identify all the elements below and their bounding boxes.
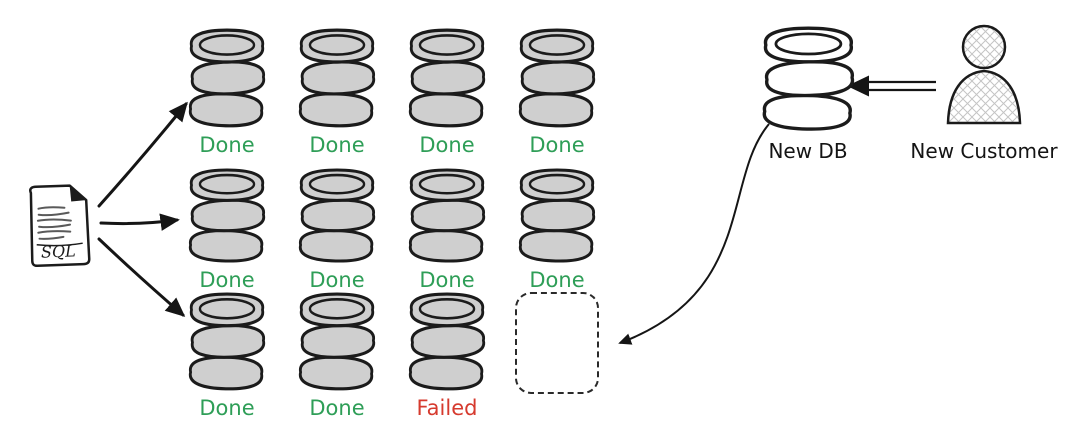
db-status-label: Done <box>199 268 255 292</box>
database-icon <box>295 168 379 265</box>
database-icon <box>405 28 489 130</box>
database-icon <box>405 168 489 265</box>
database-icon <box>185 292 269 393</box>
person-body <box>946 69 1022 125</box>
new-customer-icon <box>946 24 1022 125</box>
db-status-label: Done <box>529 268 585 292</box>
database-cell: Done <box>172 292 282 420</box>
file-text-scribbles <box>36 206 72 240</box>
database-icon <box>515 28 599 130</box>
database-icon <box>515 168 599 265</box>
sql-file-icon: SQL <box>29 184 91 268</box>
db-status-label: Failed <box>416 396 478 420</box>
pending-db-placeholder <box>515 292 599 394</box>
db-status-label: Done <box>529 133 585 157</box>
db-status-label: Done <box>309 396 365 420</box>
database-cell: Done <box>502 28 612 168</box>
arrow-sql-to-row3 <box>97 237 186 317</box>
db-status-label: Done <box>199 133 255 157</box>
new-db-label: New DB <box>768 139 848 163</box>
sql-file-label: SQL <box>41 241 76 261</box>
arrow-sql-to-row2 <box>99 213 180 231</box>
db-status-label: Done <box>199 396 255 420</box>
database-cell: Done <box>282 168 392 292</box>
database-cell: Done <box>172 168 282 292</box>
file-fold-corner <box>69 185 88 202</box>
db-status-label: Done <box>309 268 365 292</box>
pending-db-cell <box>502 292 612 420</box>
database-icon <box>295 28 379 130</box>
database-cell: Done <box>282 28 392 168</box>
database-cell: Done <box>282 292 392 420</box>
database-icon <box>405 292 489 393</box>
new-customer-label: New Customer <box>910 139 1058 163</box>
database-cell: Done <box>392 28 502 168</box>
arrow-customer-to-newdb <box>847 75 936 97</box>
person-head <box>961 24 1007 70</box>
database-icon <box>185 168 269 265</box>
database-cell: Done <box>172 28 282 168</box>
database-cell: Failed <box>392 292 502 420</box>
db-status-label: Done <box>419 133 475 157</box>
database-icon <box>185 28 269 130</box>
database-icon <box>295 292 379 393</box>
database-cell: Done <box>502 168 612 292</box>
new-db-icon <box>762 26 855 132</box>
db-status-label: Done <box>419 268 475 292</box>
database-cell: Done <box>392 168 502 292</box>
db-status-label: Done <box>309 133 365 157</box>
